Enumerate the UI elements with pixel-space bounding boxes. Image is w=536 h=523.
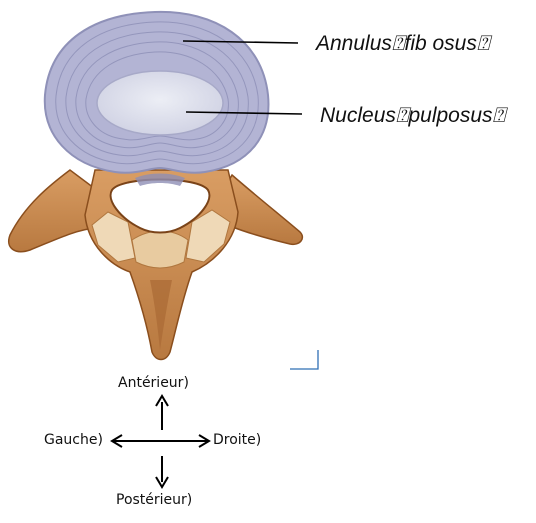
posterior-label: Postérieur) [116,492,192,508]
vertebral-arch [9,170,303,360]
nucleus-pulposus-label: Nucleus⍰pulposus⍰ [320,104,505,128]
nucleus-pulposus-shape [97,71,223,135]
annulus-fibrosus-label: Annulus⍰fib osus⍰ [316,32,489,56]
orientation-compass [112,396,209,487]
left-label: Gauche) [44,432,103,448]
intervertebral-disc [45,12,269,173]
right-label: Droite) [213,432,261,448]
blue-corner-mark [290,350,318,369]
lamina-center-patch [132,231,188,268]
anterior-label: Antérieur) [118,375,189,391]
